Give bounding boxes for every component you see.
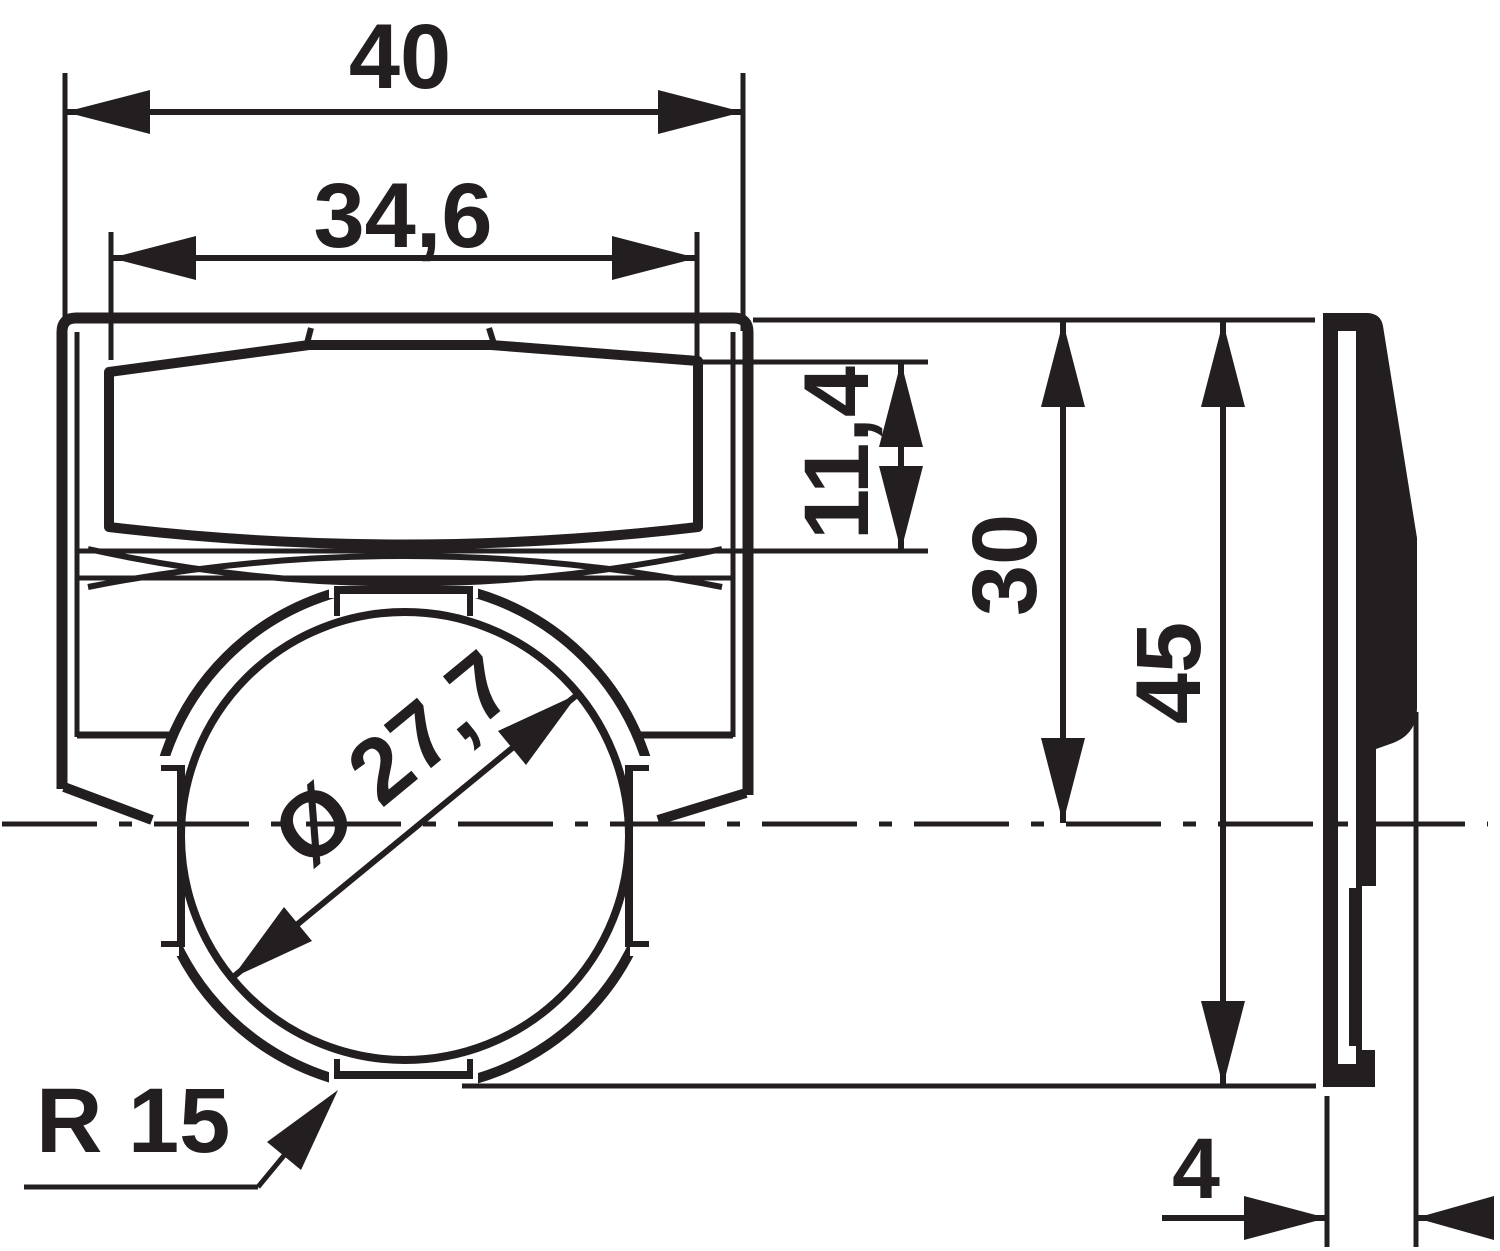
arrowhead (1041, 738, 1085, 823)
dimension-11-4 (701, 359, 928, 551)
dimension-30 (753, 317, 1315, 823)
arrowhead (658, 90, 743, 134)
side-profile-slot (1338, 331, 1356, 1064)
arrowhead (879, 362, 923, 447)
arrowhead (612, 236, 697, 280)
arrowhead (1201, 322, 1245, 407)
dimension-4 (1162, 712, 1494, 1247)
rocker-bottom-curve (87, 546, 723, 587)
arrowhead (1416, 1196, 1494, 1240)
arrowhead (267, 1090, 338, 1170)
housing-left-chamfer (62, 782, 154, 825)
side-view (1323, 313, 1417, 1087)
housing-right-chamfer (656, 788, 748, 825)
collar-bore-circle (177, 608, 633, 1064)
arrowhead (65, 90, 150, 134)
arrowhead (879, 466, 923, 551)
dimension-34-6 (108, 232, 700, 360)
mounting-collar (146, 570, 663, 1099)
arrowhead (1041, 322, 1085, 407)
housing-saddle-curve (87, 553, 723, 590)
arrowhead (232, 907, 312, 978)
arrowhead (1244, 1196, 1327, 1240)
window-slit-left (303, 327, 314, 348)
window-slit-right (486, 327, 498, 348)
dim-label-corner-radius: R 15 (36, 1070, 230, 1172)
dim-label-window-width: 34,6 (313, 165, 492, 267)
dim-label-rocker-height: 11,4 (786, 366, 888, 540)
dim-label-panel-thickness: 4 (1172, 1121, 1220, 1217)
dimension-diameter-27-7 (230, 691, 580, 981)
radius-callout-r15 (24, 1090, 338, 1190)
side-profile (1323, 313, 1417, 1087)
arrowhead (498, 694, 578, 765)
arrowhead (1201, 1001, 1245, 1086)
rocker-window (104, 340, 703, 550)
dimension-45 (462, 322, 1316, 1089)
dimension-40 (62, 73, 746, 331)
arrowhead (111, 236, 196, 280)
dim-label-overall-height: 45 (1118, 622, 1220, 724)
dim-label-top-to-centerline: 30 (954, 514, 1056, 616)
dim-label-overall-width: 40 (349, 6, 451, 108)
